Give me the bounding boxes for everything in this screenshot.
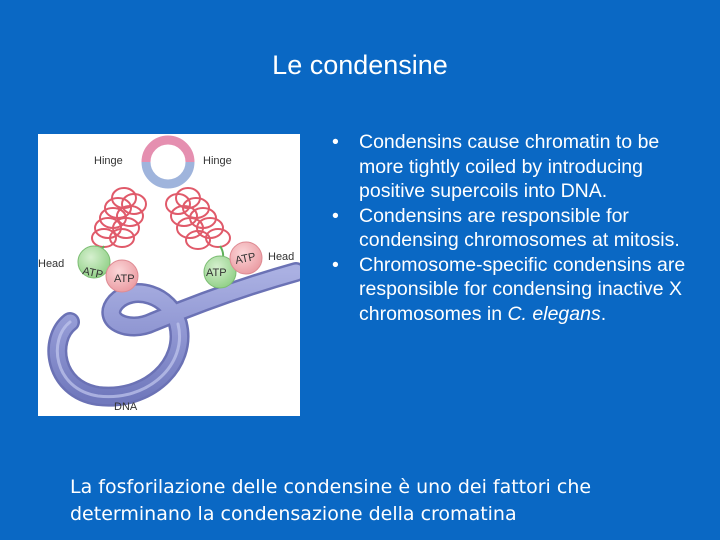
head-left-green (77, 245, 111, 279)
atp-label-3: ATP (206, 267, 227, 279)
dna-label: DNA (114, 401, 138, 413)
bullet-text-end: . (600, 302, 607, 325)
right-coil-arm (165, 187, 231, 250)
bullet-item: • Condensins cause chromatin to be more … (332, 130, 692, 204)
head-left-pink (105, 259, 139, 293)
bullet-text: Condensins are responsible for condensin… (359, 204, 680, 252)
condensin-figure: Hinge Hinge Head Head ATP ATP ATP ATP DN… (38, 134, 300, 416)
bullet-text: Condensins cause chromatin to be more ti… (359, 131, 660, 202)
atp-label-1: ATP (81, 265, 104, 281)
atp-label-4: ATP (234, 251, 257, 267)
left-coil-arm (91, 187, 147, 248)
head-left-label: Head (38, 258, 64, 270)
hinge-ring (141, 135, 195, 189)
head-right-green (203, 255, 237, 289)
bullet-item: • Condensins are responsible for condens… (332, 204, 692, 253)
species-name: C. elegans (507, 302, 601, 325)
bullet-list: • Condensins cause chromatin to be more … (332, 130, 692, 326)
caption: La fosforilazione delle condensine è uno… (70, 476, 592, 525)
atp-label-2: ATP (114, 273, 135, 285)
condensin-diagram: Hinge Hinge Head Head ATP ATP ATP ATP DN… (38, 135, 300, 413)
head-right-pink (229, 241, 263, 275)
hinge-right-label: Hinge (203, 155, 232, 167)
bullet-marker: • (332, 253, 339, 276)
bullet-item: • Chromosome-specific condensins are res… (332, 253, 692, 327)
slide-title: Le condensine (272, 50, 448, 80)
bullet-marker: • (332, 204, 339, 227)
hinge-left-label: Hinge (94, 155, 123, 167)
dna-strand (47, 262, 300, 407)
bullet-marker: • (332, 131, 339, 153)
bullet-text: Chromosome-specific condensins are respo… (359, 253, 686, 325)
head-right-label: Head (268, 251, 294, 263)
